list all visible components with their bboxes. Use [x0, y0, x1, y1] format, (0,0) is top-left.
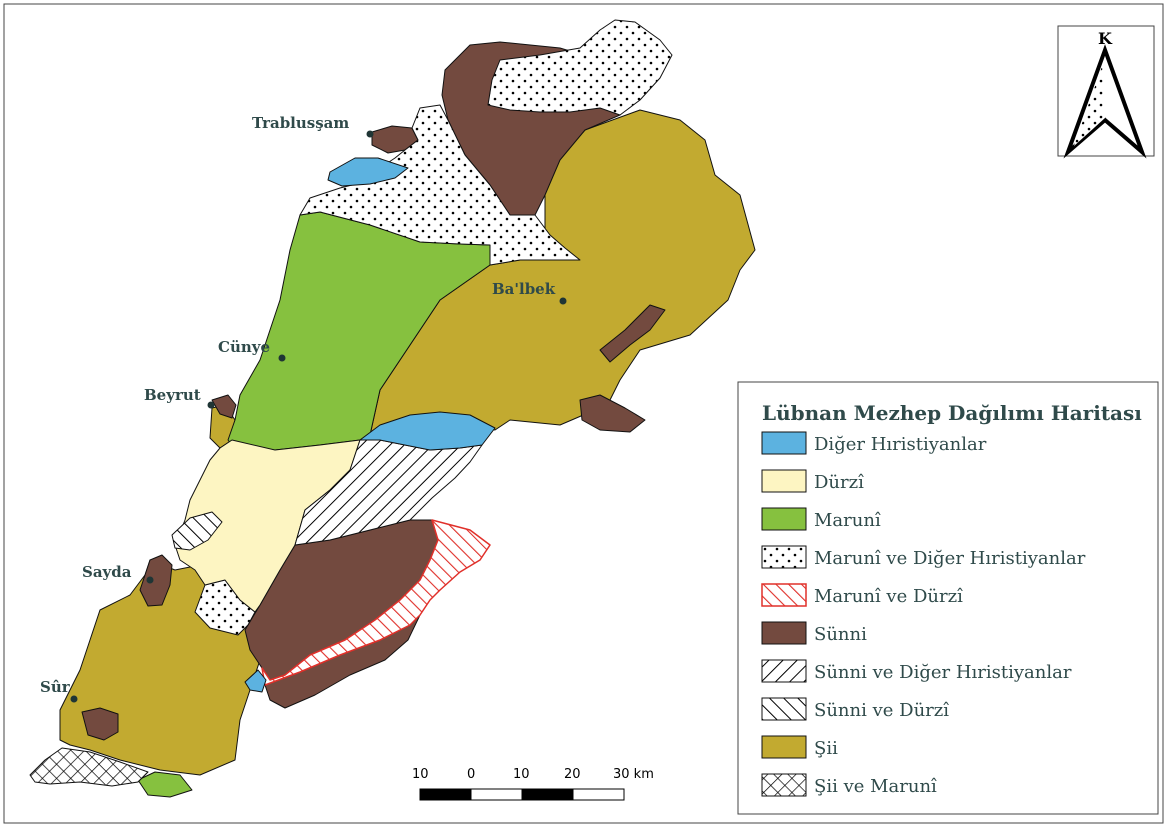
legend-label: Sünni ve Dürzî — [814, 700, 949, 721]
legend-label: Marunî ve Diğer Hıristiyanlar — [814, 548, 1086, 569]
region-sunni-durzi — [171, 511, 223, 551]
map-regions — [29, 19, 756, 798]
legend-title: Lübnan Mezhep Dağılımı Haritası — [762, 401, 1142, 425]
legend-swatch — [761, 469, 807, 493]
legend-item-maruni-durzi: Marunî ve Dürzî — [761, 583, 963, 607]
region-sunni-east — [599, 304, 666, 363]
city-sayda[interactable]: Sayda — [82, 563, 154, 584]
city-dot — [207, 401, 215, 409]
city-dot — [278, 354, 286, 362]
scale-tick-label: 0 — [467, 767, 475, 782]
region-maruni-diger-top — [487, 19, 673, 116]
city-sur[interactable]: Sûr — [40, 678, 78, 703]
legend-label: Sünni ve Diğer Hıristiyanlar — [814, 662, 1072, 683]
north-arrow-shade — [1074, 58, 1105, 146]
city-dot — [559, 297, 567, 305]
scale-tick-label: 10 — [412, 767, 429, 782]
region-maruni-diger-north — [299, 104, 581, 266]
city-dot — [146, 576, 154, 584]
legend-swatch — [761, 583, 807, 607]
legend-item-durzi: Dürzî — [761, 469, 864, 493]
legend-item-maruni: Marunî — [761, 507, 881, 531]
legend-swatch — [761, 431, 807, 455]
scale-segment — [521, 788, 574, 801]
city-cunye[interactable]: Cünye — [218, 338, 286, 362]
legend-label: Şii — [814, 738, 838, 759]
city-label: Sûr — [40, 678, 71, 696]
city-balbek[interactable]: Ba'lbek — [492, 280, 567, 305]
region-maruni-durzi — [261, 519, 491, 686]
city-beyrut[interactable]: Beyrut — [144, 386, 215, 409]
city-label: Trablusşam — [252, 114, 349, 132]
north-arrow: K — [1057, 25, 1155, 159]
legend-label: Marunî — [814, 510, 881, 531]
legend: Lübnan Mezhep Dağılımı Haritası Diğer Hı… — [737, 381, 1159, 815]
region-sunni-sayda — [139, 554, 173, 607]
region-shii-maruni — [29, 747, 149, 787]
legend-swatch — [761, 621, 807, 645]
legend-label: Şii ve Marunî — [814, 776, 937, 797]
legend-item-diger-hiristiyanlar: Diğer Hıristiyanlar — [761, 431, 987, 455]
legend-label: Diğer Hıristiyanlar — [814, 434, 987, 455]
legend-swatch — [761, 735, 807, 759]
north-arrow-icon — [1063, 44, 1147, 159]
city-markers: Trablusşam Ba'lbek Cünye Beyrut Sayda Sû… — [40, 114, 567, 703]
region-diger-trablus — [327, 157, 409, 187]
legend-box — [737, 381, 1159, 815]
region-sunni-sur — [81, 707, 119, 741]
legend-swatch — [761, 545, 807, 569]
legend-label: Sünni — [814, 624, 867, 645]
city-dot — [366, 130, 374, 138]
legend-swatch — [761, 507, 807, 531]
legend-item-shii-maruni: Şii ve Marunî — [761, 773, 937, 797]
region-durzi — [174, 439, 361, 613]
legend-item-sunni: Sünni — [761, 621, 867, 645]
scale-tick-label: 20 — [564, 767, 581, 782]
region-sunni-east-2 — [579, 394, 646, 433]
city-label: Cünye — [218, 338, 270, 356]
region-diger-central — [359, 411, 496, 451]
legend-swatch — [761, 697, 807, 721]
scale-segment — [572, 788, 625, 801]
legend-label: Marunî ve Dürzî — [814, 586, 963, 607]
city-label: Ba'lbek — [492, 280, 556, 298]
city-label: Sayda — [82, 563, 132, 581]
scale-tick-label: 30 km — [613, 767, 654, 782]
legend-swatch — [761, 659, 807, 683]
scale-tick-label: 10 — [513, 767, 530, 782]
legend-item-maruni-diger: Marunî ve Diğer Hıristiyanlar — [761, 545, 1086, 569]
region-sunni-beyrut — [211, 394, 237, 419]
scale-bar: 10 0 10 20 30 km — [412, 767, 654, 801]
city-label: Beyrut — [144, 386, 201, 404]
legend-item-shii: Şii — [761, 735, 838, 759]
legend-label: Dürzî — [814, 472, 864, 493]
region-diger-south — [244, 669, 267, 693]
scale-segment — [419, 788, 472, 801]
north-letter: K — [1098, 29, 1113, 48]
region-maruni-south — [137, 771, 193, 798]
legend-swatch — [761, 773, 807, 797]
city-dot — [70, 695, 78, 703]
legend-item-sunni-durzi: Sünni ve Dürzî — [761, 697, 949, 721]
city-trablussam[interactable]: Trablusşam — [252, 114, 374, 138]
legend-item-sunni-diger: Sünni ve Diğer Hıristiyanlar — [761, 659, 1072, 683]
scale-segment — [470, 788, 523, 801]
